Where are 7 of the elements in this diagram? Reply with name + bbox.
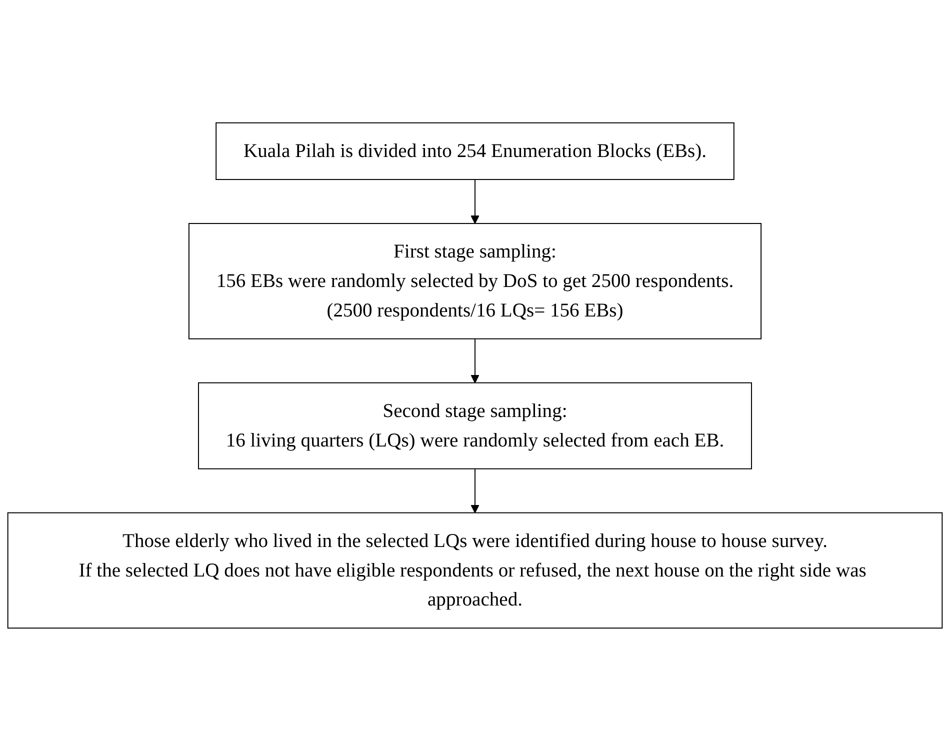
arrow (470, 338, 480, 384)
arrow (470, 179, 480, 224)
arrow (470, 468, 480, 514)
node-box: Kuala Pilah is divided into 254 Enumeration Blocks (EBs). (216, 122, 734, 180)
node-box: Second stage sampling: 16 living quarters (LQs) were randomly selected from each EB. (198, 382, 752, 470)
node-box: Those elderly who lived in the selected LQs were identified during house to house survey. If the selected LQ does not have eligible respondents or refused, the next house on the right side was approached. (7, 512, 943, 629)
node-box: First stage sampling: 156 EBs were randomly selected by DoS to get 2500 respondents. (2500 respondents/16 LQs= 156 EBs) (188, 223, 762, 340)
